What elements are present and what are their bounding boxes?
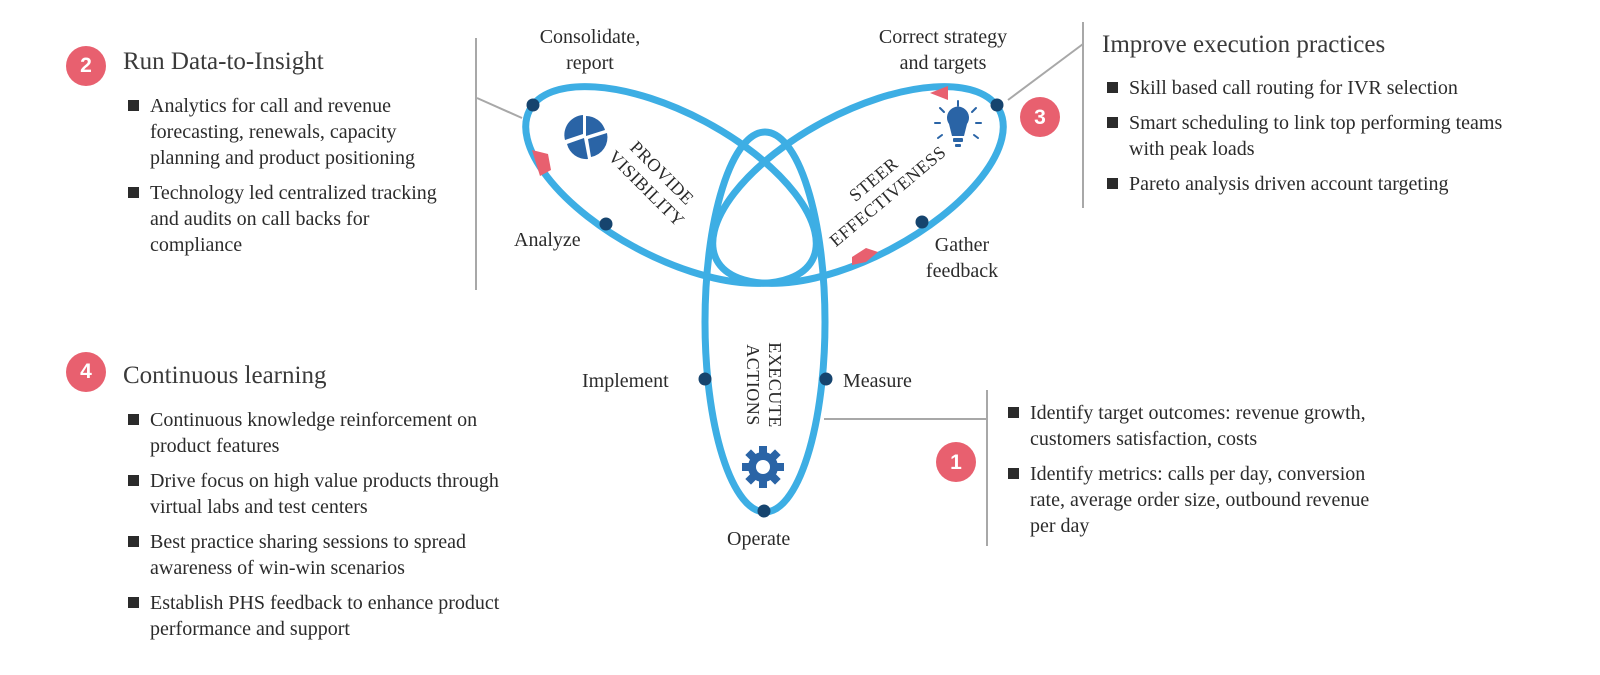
node-correct-text: Correct strategy and targets — [878, 26, 1008, 74]
divider-right — [1082, 22, 1084, 208]
arrow-right-loop — [930, 86, 948, 100]
divider-bottom — [986, 390, 988, 546]
section-4-badge: 4 — [66, 352, 106, 392]
node-measure-dot — [819, 372, 833, 386]
node-consolidate-label: Consolidate, report — [520, 24, 660, 76]
list-item: Pareto analysis driven account targeting — [1107, 171, 1507, 197]
node-consolidate-text: Consolidate, report — [539, 26, 641, 74]
node-analyze-label: Analyze — [514, 229, 581, 251]
list-item: Skill based call routing for IVR selecti… — [1107, 75, 1507, 101]
section-1-badge: 1 — [950, 451, 962, 474]
lightbulb-icon — [934, 100, 982, 147]
node-implement-label: Implement — [582, 370, 669, 392]
list-item: Smart scheduling to link top performing … — [1107, 110, 1507, 162]
node-correct-dot — [990, 98, 1004, 112]
section-3-badge: 3 — [1034, 106, 1046, 129]
list-item: Best practice sharing sessions to spread… — [128, 529, 518, 581]
node-analyze-dot — [599, 217, 613, 231]
node-implement-dot — [698, 372, 712, 386]
section-2-title: Run Data-to-Insight — [123, 48, 324, 75]
section-2-list: Analytics for call and revenue forecasti… — [128, 93, 458, 267]
list-item: Drive focus on high value products throu… — [128, 468, 518, 520]
divider-left — [475, 38, 477, 290]
section-2-badge: 2 — [66, 46, 106, 86]
section-3-badge-circle — [1020, 97, 1060, 137]
node-operate-label: Operate — [727, 528, 791, 550]
node-gather-dot — [915, 215, 929, 229]
gear-icon — [742, 446, 784, 488]
arrow-left-loop — [532, 150, 551, 176]
connector-left — [476, 97, 523, 119]
section-3-title: Improve execution practices — [1102, 31, 1386, 58]
list-item: Analytics for call and revenue forecasti… — [128, 93, 458, 171]
connector-right — [1007, 43, 1084, 101]
arrow-bottom-right — [852, 248, 878, 265]
section-3-list: Skill based call routing for IVR selecti… — [1107, 75, 1507, 206]
node-correct-label: Correct strategy and targets — [863, 24, 1023, 76]
list-item: Technology led centralized tracking and … — [128, 180, 458, 258]
node-gather-text: Gather feedback — [925, 234, 999, 282]
list-item: Identify target outcomes: revenue growth… — [1008, 400, 1378, 452]
section-4-title: Continuous learning — [123, 362, 327, 389]
section-4-list: Continuous knowledge reinforcement on pr… — [128, 407, 518, 651]
node-gather-label: Gather feedback — [912, 232, 1012, 284]
list-item: Identify metrics: calls per day, convers… — [1008, 461, 1378, 539]
node-consolidate-dot — [526, 98, 540, 112]
loop-bottom-label-line2: ACTIONS — [743, 344, 763, 426]
pie-chart-icon — [564, 115, 608, 160]
section-1-badge-circle — [936, 442, 976, 482]
list-item: Establish PHS feedback to enhance produc… — [128, 590, 518, 642]
loop-bottom-label-line1: EXECUTE — [765, 342, 785, 427]
list-item: Continuous knowledge reinforcement on pr… — [128, 407, 518, 459]
node-operate-dot — [757, 504, 771, 518]
node-measure-label: Measure — [843, 370, 912, 392]
section-1-list: Identify target outcomes: revenue growth… — [1008, 400, 1378, 548]
